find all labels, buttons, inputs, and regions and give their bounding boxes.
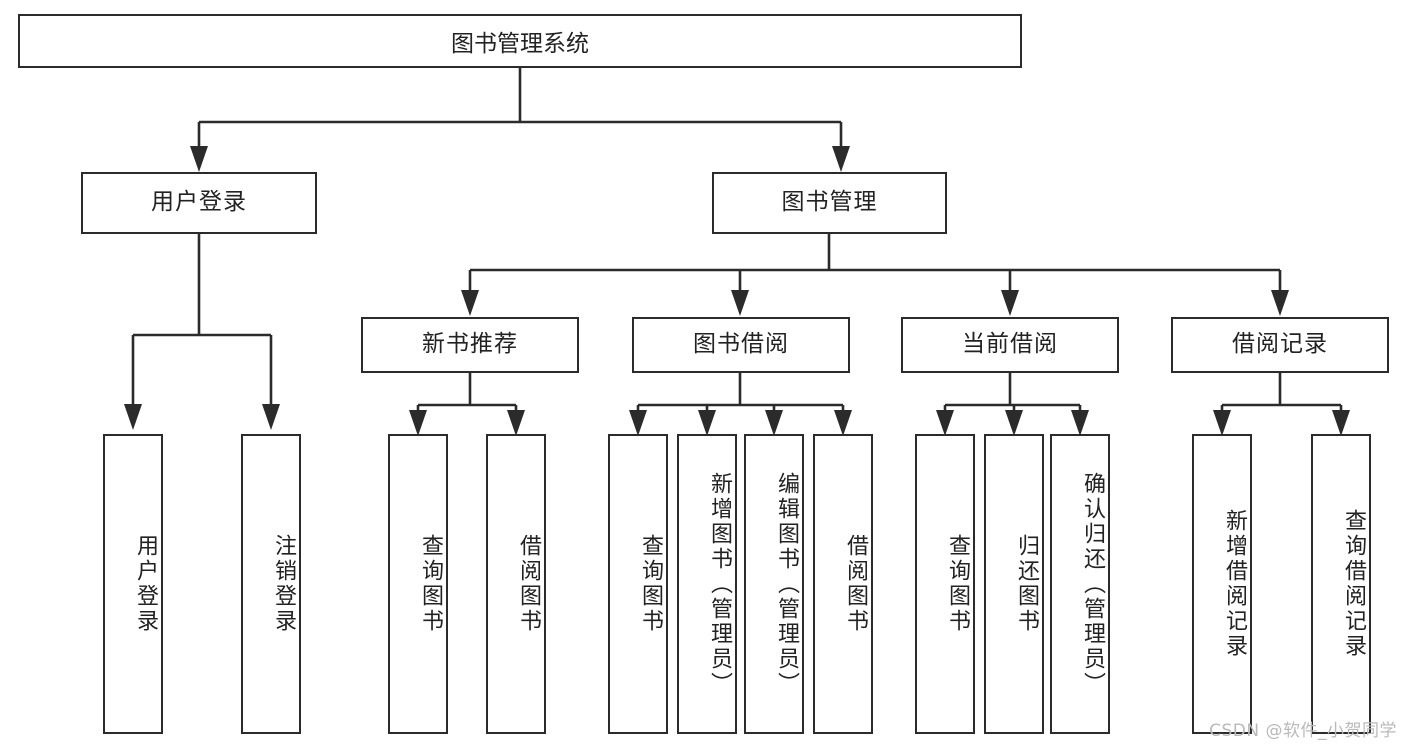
leaf-current-borrow-confirm-return[interactable]: 确认归还（管理员） (1050, 434, 1110, 734)
leaf-new-book-query[interactable]: 查询图书 (388, 434, 448, 734)
leaf-label: 编辑图书（管理员） (774, 471, 799, 697)
node-new-book-recommend-label: 新书推荐 (422, 331, 518, 358)
leaf-label: 借阅图书 (516, 534, 541, 634)
leaf-new-book-borrow[interactable]: 借阅图书 (486, 434, 546, 734)
node-borrow-record[interactable]: 借阅记录 (1171, 317, 1389, 373)
node-book-borrow[interactable]: 图书借阅 (632, 317, 850, 373)
leaf-label: 查询图书 (418, 534, 443, 634)
leaf-label: 查询借阅记录 (1341, 509, 1366, 659)
watermark: CSDN @软件_小贺同学 (1209, 721, 1397, 741)
node-book-management[interactable]: 图书管理 (712, 172, 947, 234)
leaf-book-borrow-borrow[interactable]: 借阅图书 (813, 434, 873, 734)
node-user-login[interactable]: 用户登录 (81, 172, 317, 234)
node-user-login-label: 用户登录 (151, 189, 247, 216)
leaf-user-login-login[interactable]: 用户登录 (103, 434, 163, 734)
leaf-label: 新增图书（管理员） (707, 471, 732, 697)
leaf-label: 新增借阅记录 (1222, 509, 1247, 659)
leaf-label: 归还图书 (1014, 534, 1039, 634)
node-book-borrow-label: 图书借阅 (693, 331, 789, 358)
leaf-label: 借阅图书 (843, 534, 868, 634)
leaf-label: 确认归还（管理员） (1080, 471, 1105, 697)
leaf-current-borrow-return[interactable]: 归还图书 (984, 434, 1044, 734)
leaf-user-login-logout[interactable]: 注销登录 (241, 434, 301, 734)
node-root-label: 图书管理系统 (451, 31, 589, 57)
node-borrow-record-label: 借阅记录 (1232, 331, 1328, 358)
leaf-borrow-record-add[interactable]: 新增借阅记录 (1192, 434, 1252, 734)
leaf-book-borrow-edit[interactable]: 编辑图书（管理员） (744, 434, 804, 734)
leaf-label: 注销登录 (271, 534, 296, 634)
node-root-system[interactable]: 图书管理系统 (18, 14, 1022, 68)
leaf-label: 查询图书 (638, 534, 663, 634)
leaf-label: 用户登录 (133, 534, 158, 634)
node-current-borrow-label: 当前借阅 (962, 331, 1058, 358)
node-book-management-label: 图书管理 (781, 189, 878, 216)
leaf-book-borrow-query[interactable]: 查询图书 (608, 434, 668, 734)
leaf-label: 查询图书 (945, 534, 970, 634)
leaf-current-borrow-query[interactable]: 查询图书 (915, 434, 975, 734)
leaf-borrow-record-query[interactable]: 查询借阅记录 (1311, 434, 1371, 734)
leaf-book-borrow-add[interactable]: 新增图书（管理员） (677, 434, 737, 734)
node-current-borrow[interactable]: 当前借阅 (901, 317, 1119, 373)
node-new-book-recommend[interactable]: 新书推荐 (361, 317, 579, 373)
